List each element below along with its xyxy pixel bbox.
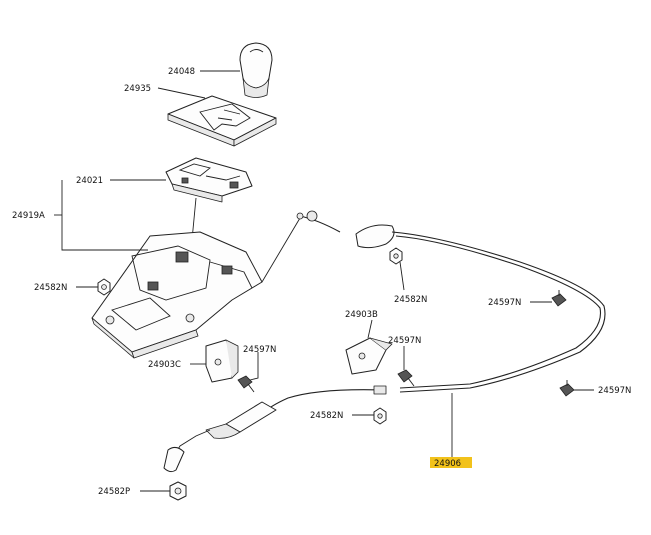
label-knob[interactable]: 24048 (168, 67, 195, 77)
label-nut-lever[interactable]: 24582N (34, 283, 67, 293)
leader-nut-bracket (399, 261, 405, 291)
label-bracket-right[interactable]: 24903B (345, 310, 378, 320)
bracket-left[interactable] (205, 339, 239, 383)
nut-clamp[interactable] (373, 407, 387, 425)
leader-selector-assy-low (61, 215, 148, 251)
label-bolt-bracket-left[interactable]: 24597N (243, 345, 276, 355)
nut-lever[interactable] (97, 278, 111, 296)
label-bracket-left[interactable]: 24903C (148, 360, 181, 370)
label-nut-clamp[interactable]: 24582N (310, 411, 343, 421)
shift-cable[interactable] (163, 210, 606, 473)
bracket-right[interactable] (345, 337, 393, 375)
bolt-cable-lower[interactable] (559, 380, 575, 397)
label-selector-upper[interactable]: 24021 (76, 176, 103, 186)
nut-bracket[interactable] (389, 247, 403, 265)
label-indicator-panel[interactable]: 24935 (124, 84, 151, 94)
label-nut-bracket[interactable]: 24582N (394, 295, 427, 305)
label-nut-end[interactable]: 24582P (98, 487, 130, 497)
nut-end[interactable] (169, 481, 187, 501)
bolt-cable-upper[interactable] (551, 290, 567, 307)
bolt-bracket-left[interactable] (237, 375, 255, 393)
leader-indicator (157, 87, 206, 99)
selector-lever-assembly[interactable] (91, 197, 263, 359)
label-cable[interactable]: 24906 (434, 459, 461, 469)
leader-lever-link (261, 217, 301, 283)
leader-bolt-bracket-left (249, 352, 259, 381)
label-bolt-bracket-right[interactable]: 24597N (388, 336, 421, 346)
cable-highlight (430, 457, 472, 468)
label-bolt-cable-upper[interactable]: 24597N (488, 298, 521, 308)
leader-bracket-right (367, 319, 373, 339)
shift-knob[interactable] (239, 42, 273, 98)
label-selector-assy[interactable]: 24919A (12, 211, 45, 221)
selector-upper-cover[interactable] (165, 157, 253, 203)
label-bolt-cable-lower[interactable]: 24597N (598, 386, 631, 396)
bolt-bracket-right[interactable] (397, 369, 415, 387)
indicator-panel[interactable] (167, 95, 277, 147)
